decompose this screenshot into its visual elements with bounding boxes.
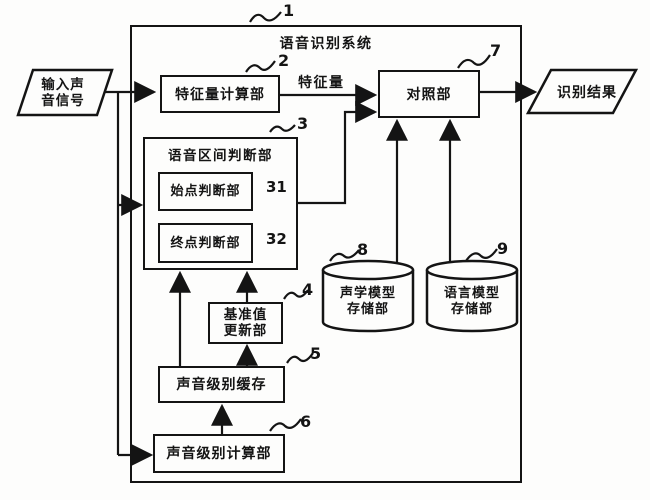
ref-leader-4 <box>283 289 309 300</box>
acoustic-model-cylinder <box>321 259 415 333</box>
edge-interval-judge-to-matching <box>298 101 378 205</box>
ref-leader-5 <box>286 352 314 364</box>
feature-signal-label: 特征量 <box>298 74 345 90</box>
acoustic-model-label-line2: 存储部 <box>346 301 389 316</box>
refnum-1: 1 <box>283 1 295 20</box>
system-boundary-box: 语音识别系统 <box>130 25 522 483</box>
output-parallelogram-shape <box>525 68 639 115</box>
level-calc-box: 声音级别计算部 <box>153 434 285 473</box>
language-model-label-line2: 存储部 <box>450 301 493 316</box>
ref-leader-8 <box>329 249 360 262</box>
ref-update-box: 基准值 更新部 <box>208 302 283 344</box>
input-signal-label-line2: 音信号 <box>41 93 85 108</box>
feature-calc-label: 特征量计算部 <box>175 85 265 102</box>
language-model-label: 语言模型 存储部 <box>427 283 517 319</box>
level-buffer-label: 声音级别缓存 <box>176 376 267 393</box>
refnum-9: 9 <box>497 239 509 258</box>
level-calc-label: 声音级别计算部 <box>166 445 272 462</box>
end-judge-label: 终点判断部 <box>170 234 241 250</box>
refnum-31: 31 <box>266 178 287 196</box>
input-parallelogram-shape <box>16 68 114 117</box>
system-title: 语音识别系统 <box>279 35 373 51</box>
output-result-label: 识别结果 <box>542 78 632 106</box>
ref-leader-1 <box>249 11 282 23</box>
matching-box: 对照部 <box>378 70 480 118</box>
refnum-5: 5 <box>310 344 322 363</box>
matching-label: 对照部 <box>406 85 452 102</box>
refnum-3: 3 <box>297 114 309 133</box>
ref-leader-2 <box>245 60 276 73</box>
ref-update-label-line2: 更新部 <box>223 323 268 338</box>
end-judge-box: 终点判断部 <box>158 223 253 263</box>
ref-leader-3 <box>269 124 296 133</box>
feature-calc-box: 特征量计算部 <box>160 75 280 113</box>
start-judge-label: 始点判断部 <box>170 183 241 199</box>
start-judge-box: 始点判断部 <box>158 172 253 211</box>
language-model-label-line1: 语言模型 <box>443 285 500 301</box>
input-signal-label: 输入声 音信号 <box>18 72 108 114</box>
refnum-6: 6 <box>300 412 312 431</box>
ref-leader-6 <box>269 418 302 432</box>
acoustic-model-label-line1: 声学模型 <box>339 285 396 301</box>
refnum-4: 4 <box>302 280 314 299</box>
refnum-32: 32 <box>266 230 287 248</box>
refnum-2: 2 <box>278 51 290 70</box>
ref-leader-9 <box>465 248 498 262</box>
acoustic-model-label: 声学模型 存储部 <box>323 283 413 319</box>
output-result-label-text: 识别结果 <box>557 83 617 100</box>
level-buffer-box: 声音级别缓存 <box>158 366 285 403</box>
language-model-cylinder <box>425 259 519 333</box>
refnum-7: 7 <box>490 41 502 60</box>
ref-leader-7 <box>457 54 491 69</box>
ref-update-label-line1: 基准值 <box>223 307 268 323</box>
input-signal-label-line1: 输入声 <box>41 76 85 92</box>
interval-judge-label: 语音区间判断部 <box>168 148 273 163</box>
refnum-8: 8 <box>357 240 369 259</box>
